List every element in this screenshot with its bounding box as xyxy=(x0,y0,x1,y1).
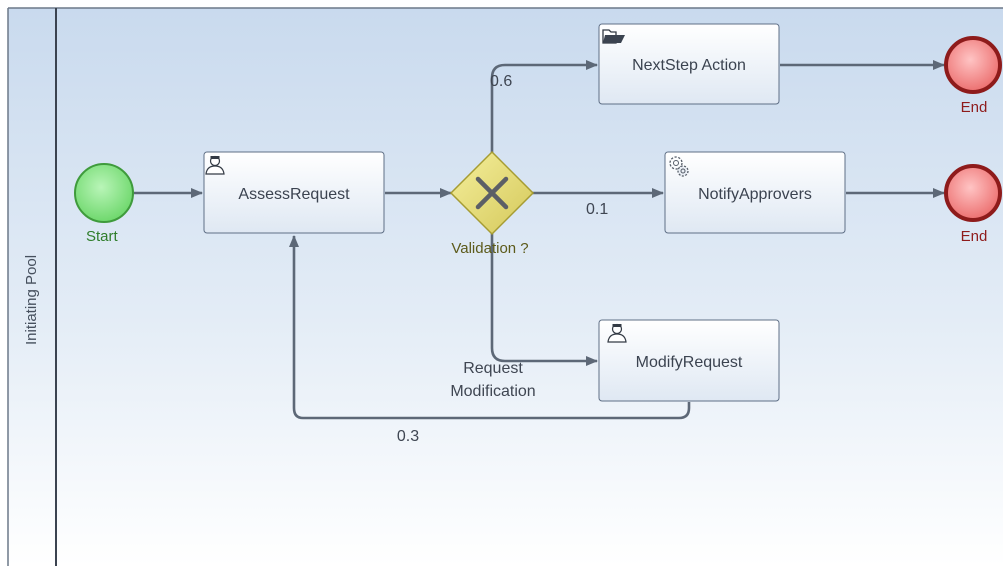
start-event[interactable] xyxy=(74,163,134,223)
close-x-icon xyxy=(475,176,509,210)
exclusive-gateway[interactable] xyxy=(449,150,535,236)
user-task-icon xyxy=(205,155,225,175)
gear-service-icon xyxy=(669,156,689,177)
flow-modify-loop-to-assess[interactable] xyxy=(289,235,691,420)
flow-label-nextstep: 0.6 xyxy=(490,73,512,90)
flow-label-notify: 0.1 xyxy=(586,201,608,218)
flow-label-modify-line1: Request xyxy=(463,360,523,377)
folder-task-icon xyxy=(602,29,625,44)
start-event-label: Start xyxy=(86,228,119,245)
end-event-top[interactable] xyxy=(944,36,1002,94)
flow-label-modify-line2: Modification xyxy=(450,383,535,400)
initiating-pool[interactable] xyxy=(7,7,1003,566)
flow-label-loop: 0.3 xyxy=(397,428,419,445)
user-task-icon xyxy=(607,323,627,343)
task-modify-request-label: ModifyRequest xyxy=(636,354,743,371)
gateway-label: Validation ? xyxy=(451,240,528,257)
task-assess-request-label: AssessRequest xyxy=(238,186,350,203)
flow-gateway-to-modify[interactable] xyxy=(490,233,598,366)
task-notify-approvers[interactable]: NotifyApprovers xyxy=(664,151,846,234)
task-nextstep-action[interactable]: NextStep Action xyxy=(598,23,780,105)
end-event-middle[interactable] xyxy=(944,164,1002,222)
flow-gateway-to-nextstep[interactable] xyxy=(490,60,598,153)
task-modify-request[interactable]: ModifyRequest xyxy=(598,319,780,402)
task-notify-approvers-label: NotifyApprovers xyxy=(698,186,812,203)
pool-label: Initiating Pool xyxy=(23,255,40,345)
end-event-top-label: End xyxy=(961,99,988,116)
end-event-middle-label: End xyxy=(961,228,988,245)
task-nextstep-action-label: NextStep Action xyxy=(632,57,746,74)
task-assess-request[interactable]: AssessRequest xyxy=(203,151,385,234)
